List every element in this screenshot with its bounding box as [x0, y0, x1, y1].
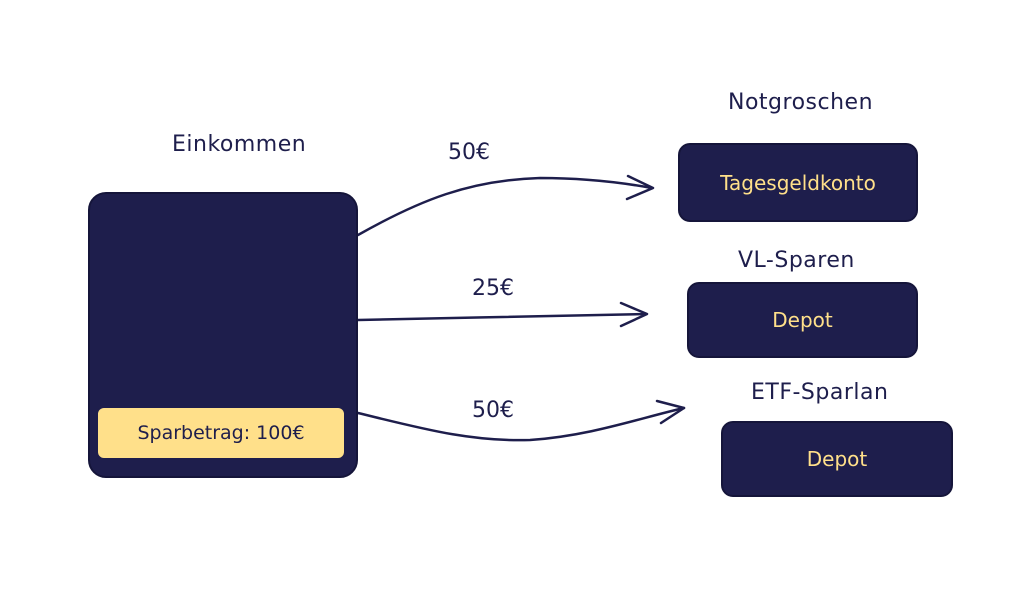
target-box-vl-depot: Depot	[687, 282, 918, 358]
savings-amount-label: Sparbetrag: 100€	[137, 422, 305, 444]
flow-amount-etf-sparlan: 50€	[472, 398, 514, 423]
category-label-notgroschen: Notgroschen	[728, 90, 874, 115]
arrowhead-notgroschen	[625, 174, 655, 201]
savings-amount-tag: Sparbetrag: 100€	[96, 406, 346, 460]
target-label-tagesgeldkonto: Tagesgeldkonto	[720, 170, 876, 195]
target-box-etf-depot: Depot	[721, 421, 953, 497]
arrow-etf-sparlan	[356, 406, 686, 442]
arrowhead-etf-sparlan	[655, 399, 686, 425]
target-label-vl-depot: Depot	[772, 308, 833, 332]
category-label-vl-sparen: VL-Sparen	[738, 248, 855, 273]
flow-amount-notgroschen: 50€	[448, 140, 490, 165]
arrow-notgroschen	[356, 176, 654, 237]
income-title: Einkommen	[172, 132, 307, 157]
category-label-etf-sparlan: ETF-Sparlan	[751, 380, 889, 405]
flow-amount-vl-sparen: 25€	[472, 276, 514, 301]
arrow-vl-sparen	[356, 312, 648, 322]
target-box-tagesgeldkonto: Tagesgeldkonto	[678, 143, 918, 222]
arrowhead-vl-sparen	[619, 301, 649, 328]
target-label-etf-depot: Depot	[806, 447, 868, 471]
